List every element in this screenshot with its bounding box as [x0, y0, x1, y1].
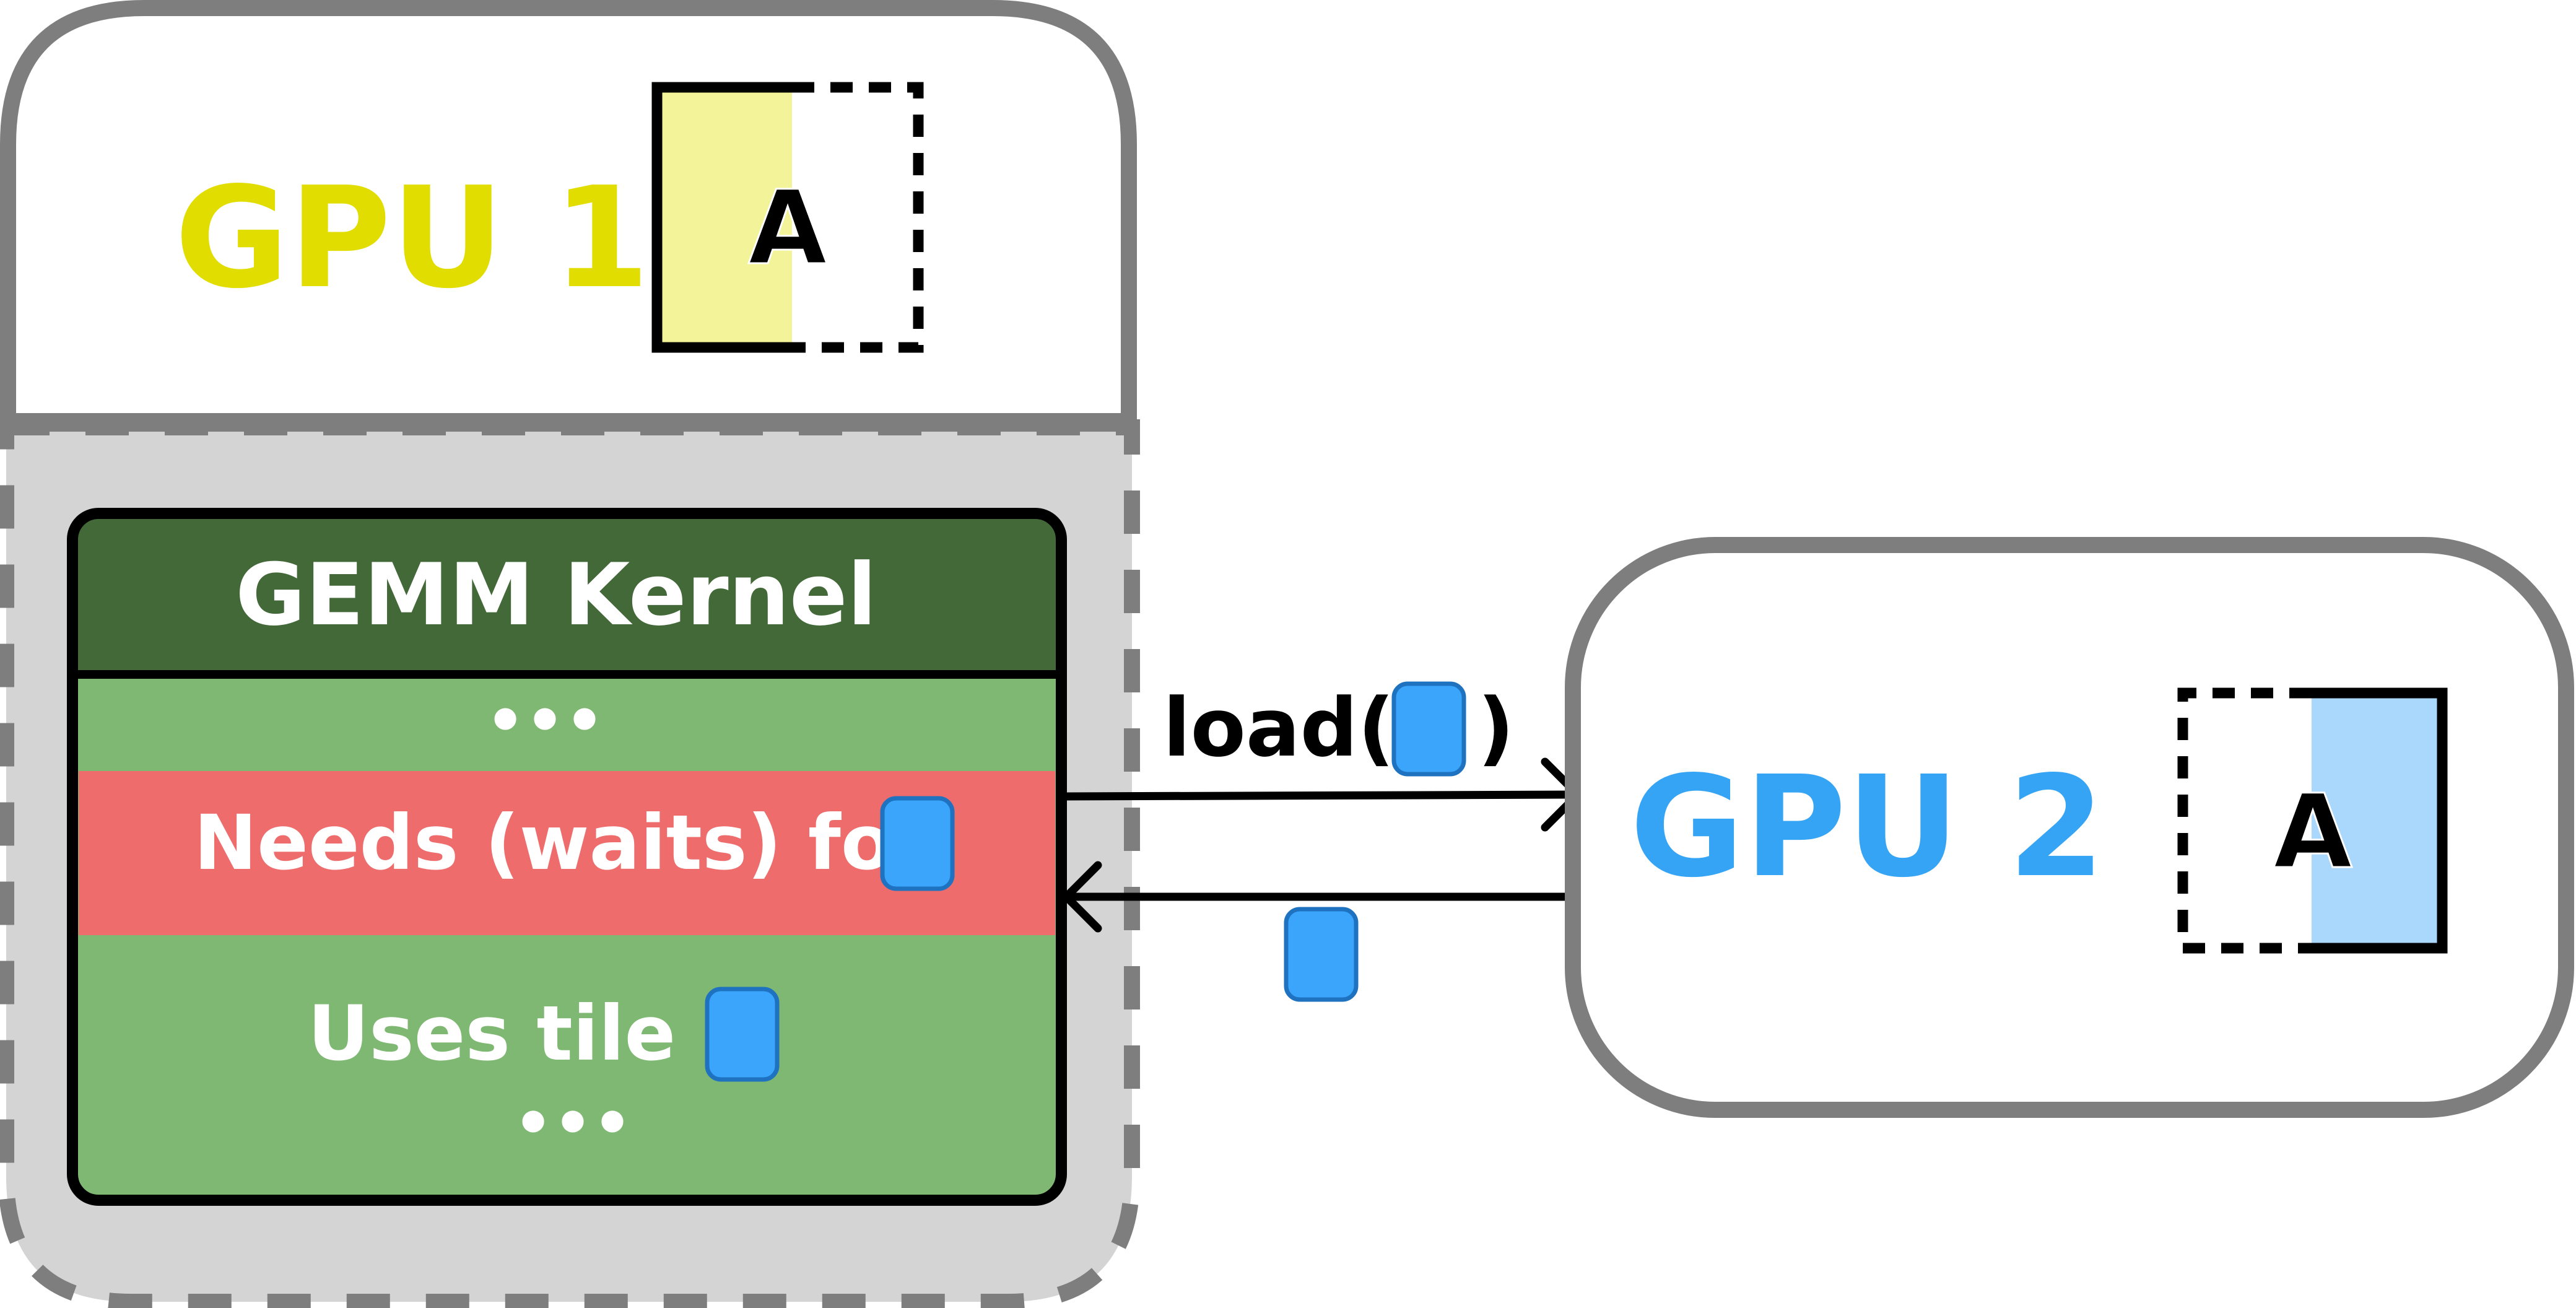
- kernel-title: GEMM Kernel: [235, 545, 877, 645]
- kernel-ellipsis-bottom: •••: [513, 1087, 632, 1159]
- request-arrow-line: [1061, 790, 1578, 801]
- gpu2-matrix-a: A: [2177, 687, 2448, 954]
- gpu2-matrix-label: A: [2273, 772, 2352, 891]
- gpu2-frame: [1565, 537, 2574, 1118]
- response-arrowhead: [1060, 861, 1102, 933]
- load-label-prefix: load(: [1163, 681, 1395, 775]
- kernel-uses-tile: [705, 987, 780, 1082]
- load-label-suffix: ): [1477, 681, 1514, 775]
- load-call-label: load( ): [1163, 681, 1514, 777]
- kernel-waits-tile: [880, 796, 955, 891]
- gemm-kernel-box: GEMM Kernel ••• Needs (waits) for Uses t…: [67, 508, 1067, 1206]
- gpu1-header-frame: [0, 0, 1137, 429]
- kernel-outline: [67, 508, 1067, 1206]
- gpu1-matrix-owned-half: [657, 87, 792, 347]
- kernel-ellipsis-top: •••: [485, 684, 604, 757]
- gpu1-matrix-solid-border: [651, 82, 792, 353]
- gpu1-matrix-label: A: [748, 168, 827, 287]
- gpu1-label: GPU 1: [175, 157, 650, 320]
- gpu1-matrix-a: A: [651, 82, 924, 353]
- load-label-tile: [1391, 681, 1466, 777]
- kernel-waits-text: Needs (waits) for: [194, 799, 930, 887]
- kernel-header: [72, 513, 1061, 674]
- response-tile: [1284, 907, 1359, 1002]
- kernel-uses-text: Uses tile: [308, 990, 676, 1078]
- gpu2-label: GPU 2: [1630, 746, 2105, 909]
- gpu2-container: GPU 2 A: [1565, 537, 2574, 1118]
- gpu2-matrix-owned-half: [2312, 693, 2442, 948]
- tile-response-arrow: [1060, 861, 1565, 1002]
- gpu2-matrix-solid-border: [2312, 687, 2448, 954]
